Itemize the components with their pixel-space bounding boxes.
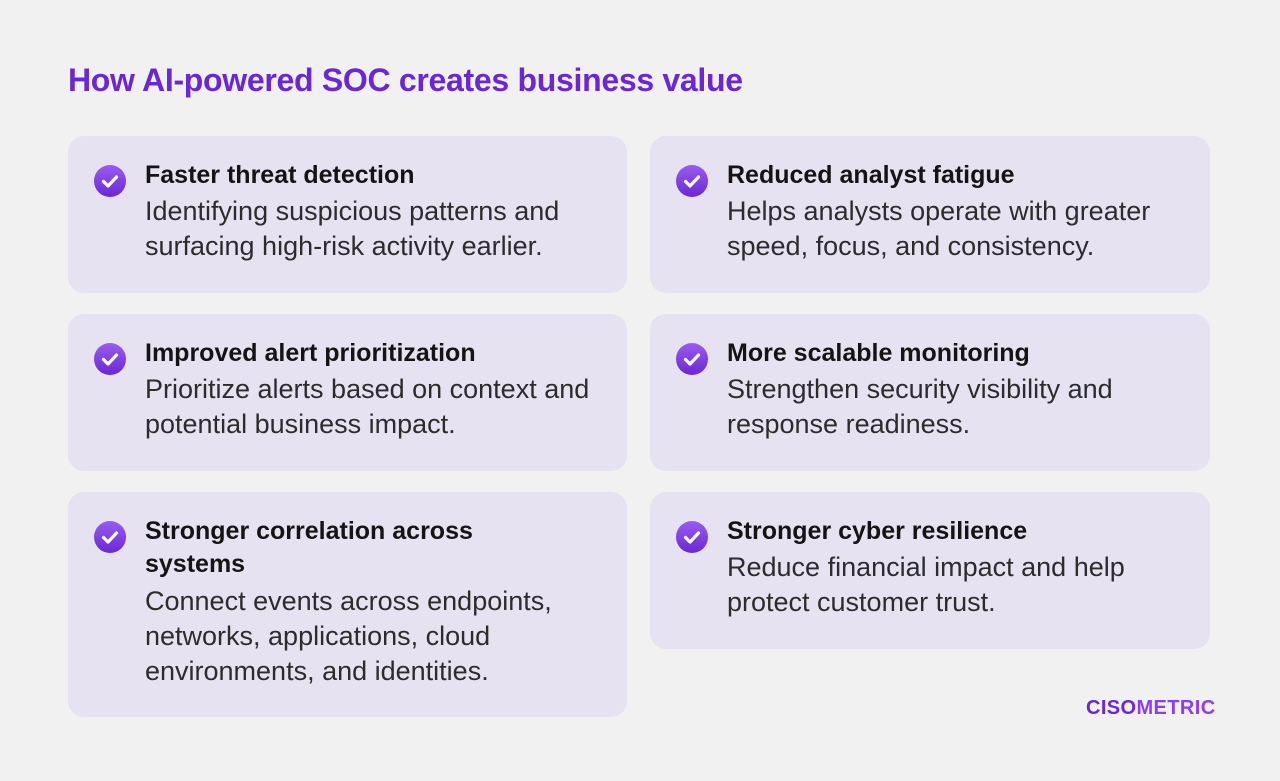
check-circle-icon xyxy=(676,521,708,553)
logo-text-metric: METRIC xyxy=(1136,697,1216,719)
card-title: Faster threat detection xyxy=(145,161,415,189)
check-circle-icon xyxy=(676,343,708,375)
value-card-more-scalable-monitoring: More scalable monitoring Strengthen secu… xyxy=(650,314,1210,471)
cisometric-logo: CISOMETRIC xyxy=(1086,697,1216,720)
check-circle-icon xyxy=(94,521,126,553)
check-circle-icon xyxy=(676,165,708,197)
value-card-faster-threat-detection: Faster threat detection Identifying susp… xyxy=(68,136,627,293)
value-card-stronger-correlation: Stronger correlation across systems Conn… xyxy=(68,492,627,717)
value-card-improved-alert-prioritization: Improved alert prioritization Prioritize… xyxy=(68,314,627,471)
card-title: Stronger cyber resilience xyxy=(727,517,1028,545)
card-description: Prioritize alerts based on context and p… xyxy=(145,374,590,439)
card-title: Improved alert prioritization xyxy=(145,339,476,367)
card-title: More scalable monitoring xyxy=(727,339,1030,367)
page-title: How AI-powered SOC creates business valu… xyxy=(68,62,743,98)
value-card-reduced-analyst-fatigue: Reduced analyst fatigue Helps analysts o… xyxy=(650,136,1210,293)
card-title: Stronger correlation across systems xyxy=(145,517,473,578)
card-description: Strengthen security visibility and respo… xyxy=(727,374,1113,439)
card-description: Reduce financial impact and help protect… xyxy=(727,552,1125,617)
card-description: Connect events across endpoints, network… xyxy=(145,586,552,686)
check-circle-icon xyxy=(94,165,126,197)
logo-text-ciso: CISO xyxy=(1086,697,1137,719)
card-description: Helps analysts operate with greater spee… xyxy=(727,196,1151,261)
card-title: Reduced analyst fatigue xyxy=(727,161,1015,189)
value-card-stronger-cyber-resilience: Stronger cyber resilience Reduce financi… xyxy=(650,492,1210,649)
card-description: Identifying suspicious patterns and surf… xyxy=(145,196,560,261)
check-circle-icon xyxy=(94,343,126,375)
